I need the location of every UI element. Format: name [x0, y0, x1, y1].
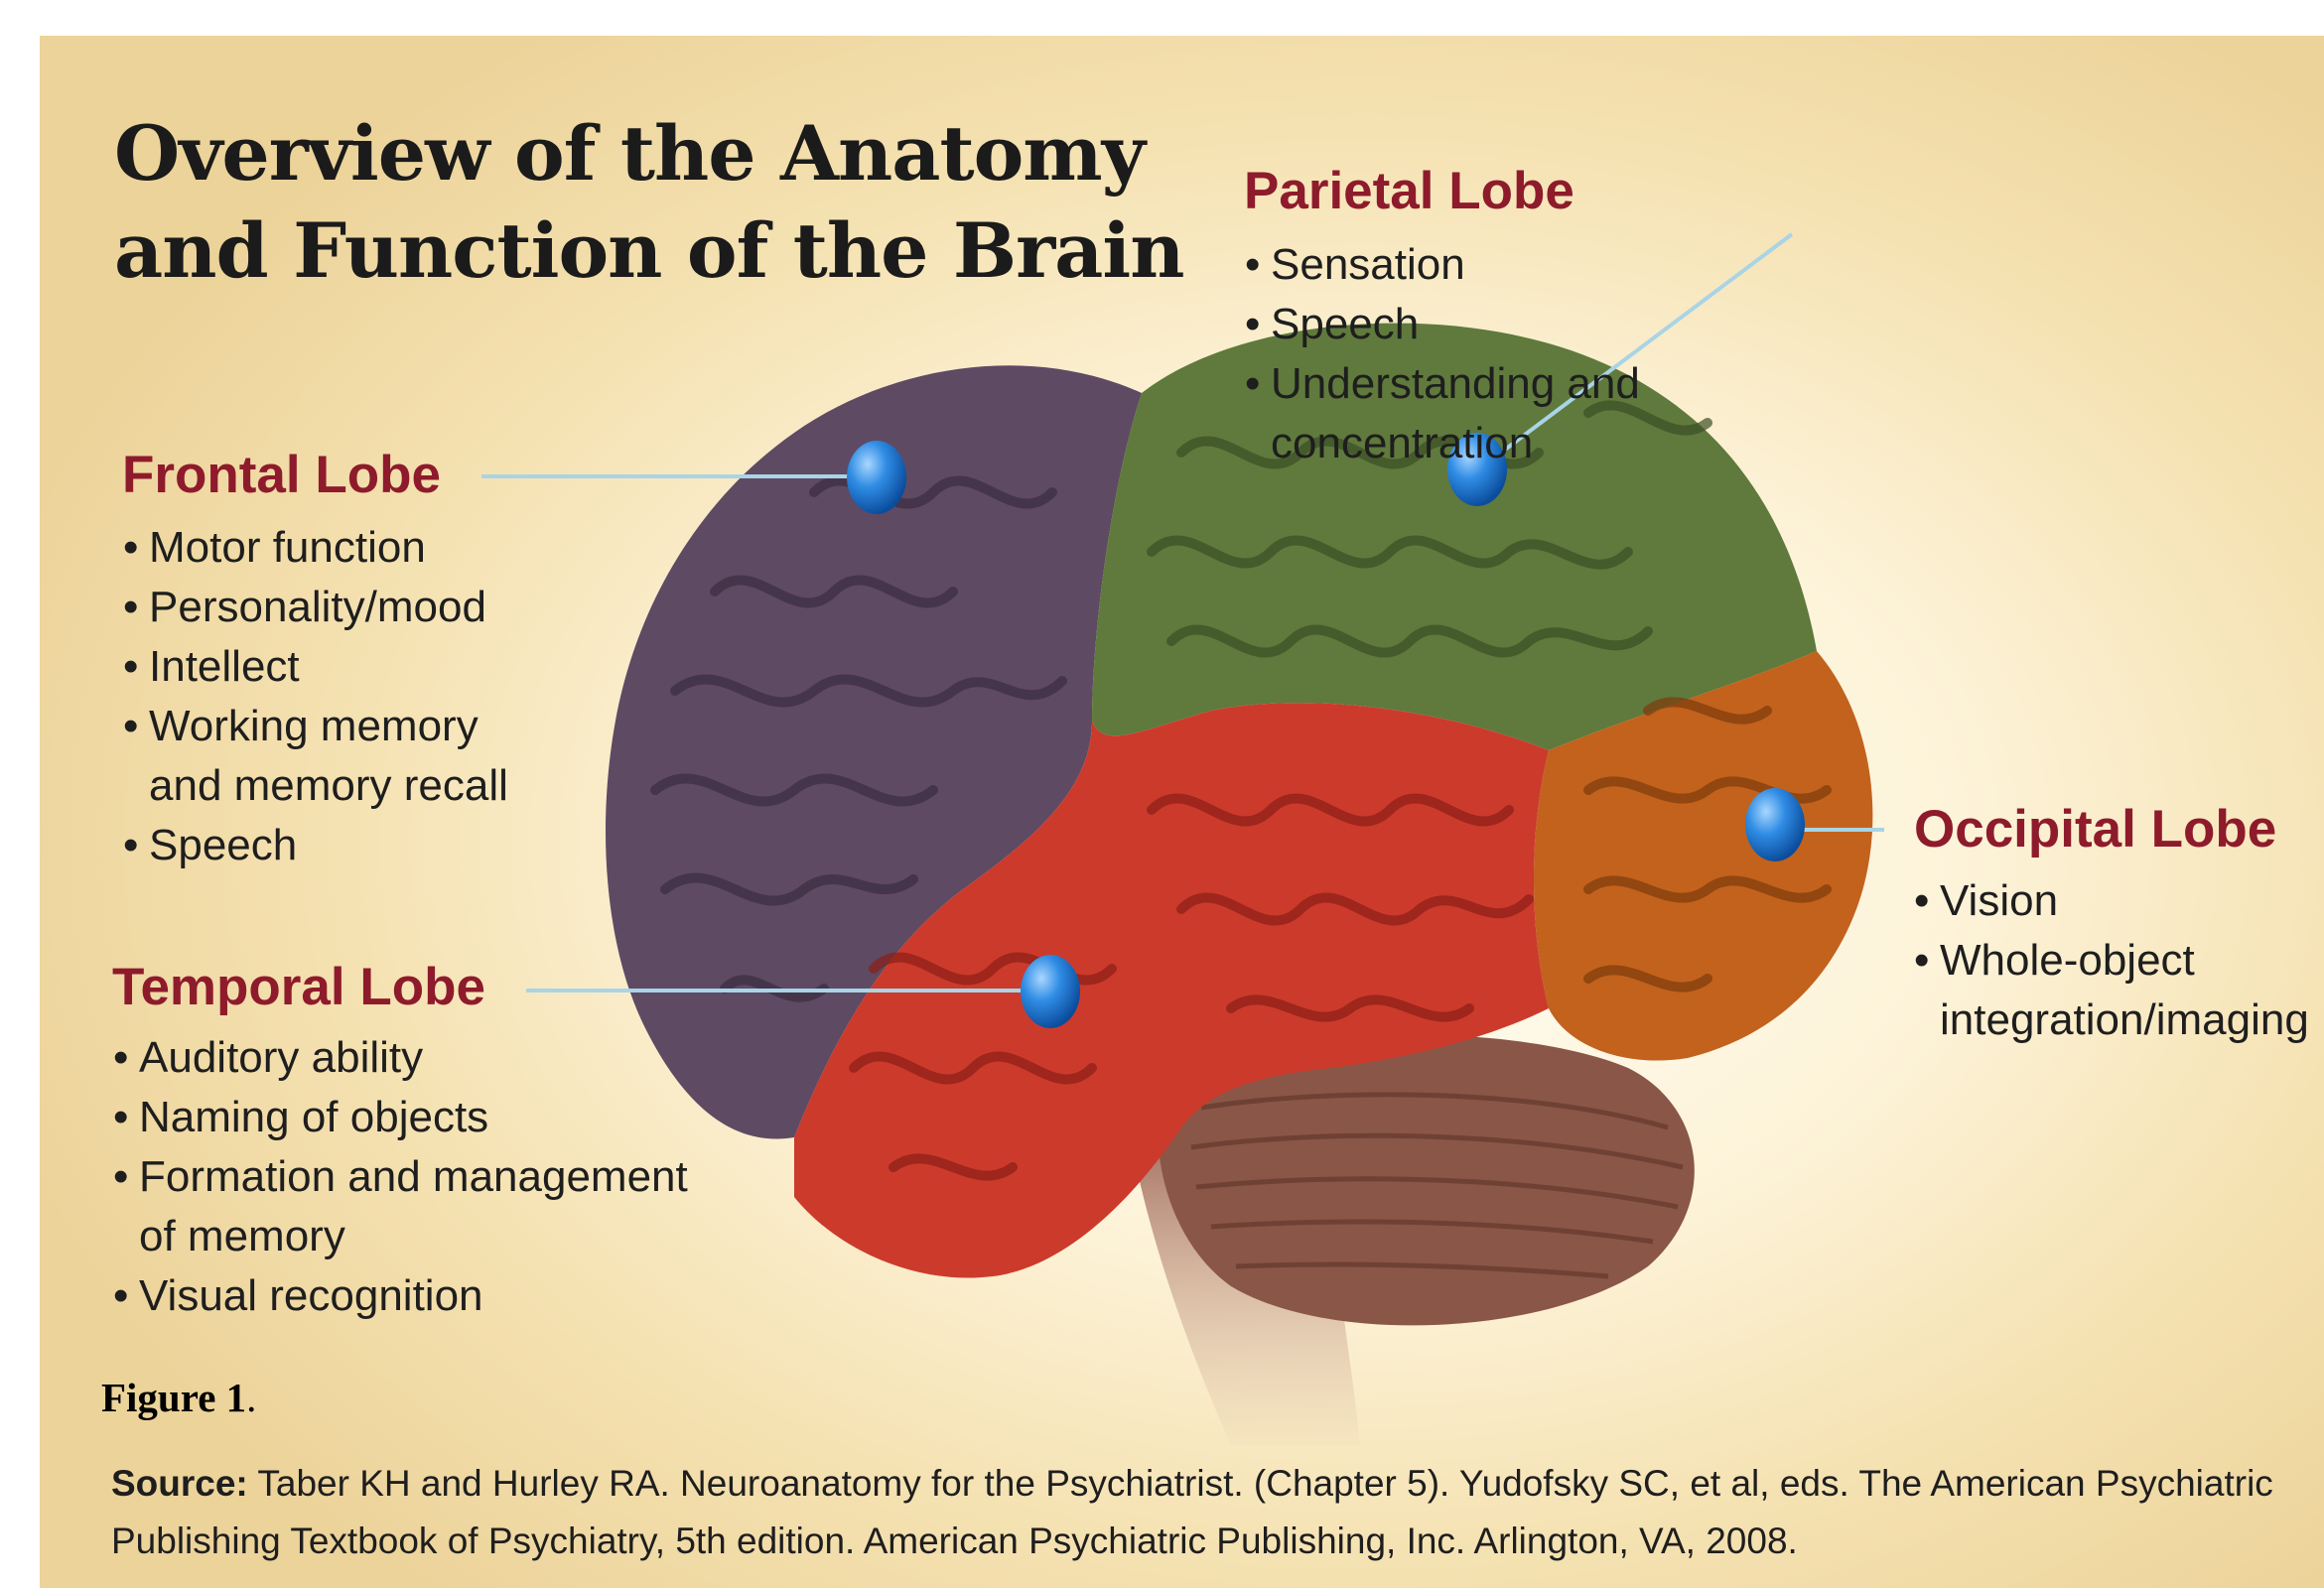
list-item: Personality/mood — [123, 578, 508, 637]
list-item: Speech — [123, 816, 508, 875]
source-text: Taber KH and Hurley RA. Neuroanatomy for… — [111, 1463, 2273, 1561]
temporal-function-list: Auditory ability Naming of objects Forma… — [113, 1028, 688, 1326]
figure-number: Figure 1 — [101, 1375, 246, 1420]
list-item: Visual recognition — [113, 1266, 688, 1326]
figure-panel: Overview of the Anatomy and Function of … — [40, 36, 2324, 1588]
temporal-marker — [1021, 955, 1080, 1028]
list-item: Speech — [1245, 295, 1640, 354]
list-item: Sensation — [1245, 235, 1640, 295]
list-item: Vision — [1914, 871, 2309, 931]
list-item: Formation and management of memory — [113, 1147, 688, 1266]
frontal-function-list: Motor function Personality/mood Intellec… — [123, 518, 508, 875]
list-item: Naming of objects — [113, 1088, 688, 1147]
occipital-lobe-heading: Occipital Lobe — [1914, 800, 2276, 860]
frontal-lobe-heading: Frontal Lobe — [122, 446, 441, 505]
list-item: Auditory ability — [113, 1028, 688, 1088]
frontal-marker — [847, 441, 906, 514]
occipital-marker — [1745, 788, 1805, 861]
list-item: Intellect — [123, 637, 508, 697]
parietal-lobe-heading: Parietal Lobe — [1244, 162, 1574, 221]
source-label: Source: — [111, 1463, 248, 1504]
list-item: Understanding and concentration — [1245, 354, 1640, 473]
list-item: Working memory and memory recall — [123, 697, 508, 816]
source-citation: Source: Taber KH and Hurley RA. Neuroana… — [111, 1455, 2295, 1570]
temporal-lobe-heading: Temporal Lobe — [112, 958, 485, 1017]
list-item: Whole-object integration/imaging — [1914, 931, 2309, 1050]
figure-label: Figure 1. — [101, 1374, 256, 1421]
list-item: Motor function — [123, 518, 508, 578]
figure-label-suffix: . — [246, 1375, 256, 1420]
parietal-function-list: Sensation Speech Understanding and conce… — [1245, 235, 1640, 473]
page-title: Overview of the Anatomy and Function of … — [114, 105, 1184, 300]
occipital-function-list: Vision Whole-object integration/imaging — [1914, 871, 2309, 1050]
